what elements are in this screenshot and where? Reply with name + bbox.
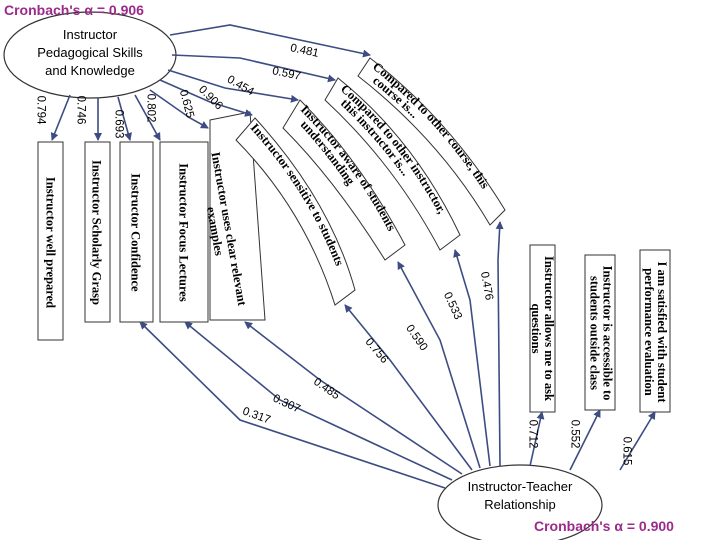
top-ellipse-label: Instructor Pedagogical Skills and Knowle… [30, 26, 150, 80]
arrow-0590 [397, 261, 481, 469]
label-satisfied-evaluation: I am satisfied with student performance … [640, 251, 670, 413]
box-accessible [584, 254, 616, 411]
arrow-0712 [529, 411, 545, 467]
coef-confidence: 0.693 [112, 109, 125, 139]
bottom-ellipse-line-2: Relationship [484, 497, 556, 512]
box-confidence [119, 141, 154, 323]
arrow-0906 [159, 79, 253, 117]
arrow-0693 [117, 96, 132, 141]
arrow-0625 [149, 89, 209, 129]
arrow-0597 [171, 54, 336, 83]
top-ellipse-line-3: and Knowledge [45, 63, 135, 78]
top-alpha-title: Cronbach's α = 0.906 [4, 2, 144, 18]
arrow-0552 [569, 409, 601, 471]
coef-focus-lectures: 0.802 [144, 93, 157, 123]
label-ask-questions-text: Instructor allows me to ask questions [529, 256, 557, 401]
arrow-0794 [50, 94, 71, 141]
arrow-0476 [495, 221, 504, 467]
band-compared-course [357, 57, 506, 226]
label-satisfied-evaluation-text: I am satisfied with student performance … [642, 261, 669, 403]
band-sensitive [235, 117, 356, 306]
coef-scholarly-grasp: 0.746 [74, 95, 87, 125]
coef-ask-questions: 0.712 [526, 419, 539, 449]
bottom-alpha-title: Cronbach's α = 0.900 [534, 518, 674, 534]
box-satisfied-evaluation [639, 249, 671, 413]
box-clear-examples [209, 111, 266, 321]
top-ellipse-line-2: Pedagogical Skills [37, 45, 143, 60]
bottom-ellipse-line-1: Instructor-Teacher [467, 479, 573, 494]
band-compared-instructor [324, 77, 461, 251]
bottom-ellipse-label: Instructor-Teacher Relationship [450, 478, 590, 514]
top-alpha-text: Cronbach's α = 0.906 [4, 2, 144, 18]
arrow-0615 [619, 411, 656, 471]
box-well-prepared [37, 141, 64, 341]
coef-satisfied-evaluation: 0.615 [620, 436, 633, 466]
bottom-ellipse [437, 464, 603, 540]
label-well-prepared-text: Instructor well prepared [44, 176, 58, 309]
label-accessible-text: Instructor is accessible to students out… [587, 265, 615, 401]
arrow-0485 [244, 321, 463, 475]
label-focus-lectures-text: Instructor Focus Lectures [177, 163, 191, 302]
arrow-0802 [134, 94, 161, 141]
top-ellipse-line-1: Instructor [62, 27, 118, 42]
label-well-prepared: Instructor well prepared [39, 144, 64, 342]
label-scholarly-grasp: Instructor Scholarly Grasp [85, 143, 110, 323]
coef-well-prepared: 0.794 [34, 95, 47, 125]
label-confidence: Instructor Confidence [124, 143, 149, 323]
arrow-0317 [139, 321, 446, 489]
box-focus-lectures [159, 141, 209, 323]
label-accessible: Instructor is accessible to students out… [586, 256, 616, 411]
label-scholarly-grasp-text: Instructor Scholarly Grasp [90, 160, 104, 305]
arrow-0756 [344, 304, 473, 471]
coef-accessible: 0.552 [568, 419, 581, 449]
arrow-0454 [167, 69, 299, 103]
label-ask-questions: Instructor allows me to ask questions [529, 245, 557, 412]
arrow-0533 [453, 249, 491, 467]
box-ask-questions [529, 244, 556, 413]
arrow-0481 [169, 24, 371, 58]
bottom-alpha-text: Cronbach's α = 0.900 [534, 518, 674, 534]
label-confidence-text: Instructor Confidence [129, 173, 143, 292]
band-aware-understanding [282, 99, 406, 261]
box-scholarly-grasp [84, 141, 111, 323]
arrow-0307 [184, 321, 453, 481]
